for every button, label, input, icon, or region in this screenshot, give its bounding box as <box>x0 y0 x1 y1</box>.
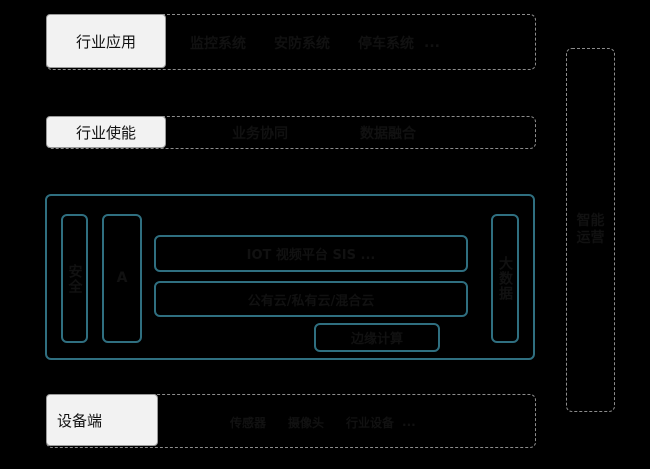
business-collaboration-item: 业务协同 <box>232 126 288 142</box>
parking-system-item: 停车系统 <box>358 36 414 52</box>
monitoring-system-item: 监控系统 <box>190 36 246 52</box>
industry-enablement-label: 行业使能 <box>46 116 166 148</box>
security-system-item: 安防系统 <box>274 36 330 52</box>
intelligent-operations-label: 智能运营 <box>566 200 615 260</box>
data-fusion-item: 数据融合 <box>360 126 416 142</box>
bigdata-pillar: 大数据 <box>491 214 519 343</box>
second-pillar: A <box>102 214 142 343</box>
intelligent-operations-text: 智能运营 <box>576 213 605 246</box>
iot-video-platform-bar: IOT 视频平台 SIS ... <box>154 235 468 272</box>
edge-computing-bar: 边缘计算 <box>314 323 440 352</box>
security-pillar: 安全 <box>61 214 88 343</box>
device-items: 传感器 摄像头 行业设备 ... <box>230 410 416 434</box>
industry-enablement-items: 业务协同 数据融合 <box>232 120 416 146</box>
cloud-bar: 公有云/私有云/混合云 <box>154 281 468 317</box>
platform-block <box>45 194 535 360</box>
intelligent-operations-column <box>566 48 615 412</box>
more-ellipsis: ... <box>424 35 440 51</box>
industry-application-items: 监控系统 安防系统 停车系统 ... <box>190 30 440 56</box>
industry-device-item: 行业设备 <box>346 415 395 430</box>
device-label: 设备端 <box>46 394 158 446</box>
camera-item: 摄像头 <box>288 415 325 430</box>
sensor-item: 传感器 <box>230 415 267 430</box>
industry-application-label: 行业应用 <box>46 14 166 68</box>
more-ellipsis: ... <box>402 415 416 429</box>
